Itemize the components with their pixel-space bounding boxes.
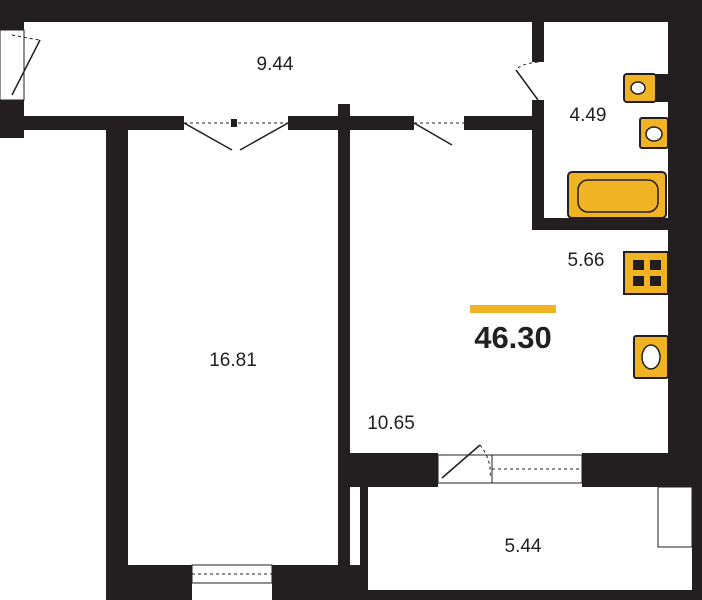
doors (0, 29, 539, 484)
bedroom-left-wall (106, 130, 128, 600)
bathtub-icon (567, 171, 667, 219)
total-area-accent-bar (470, 305, 556, 313)
entrance-door (0, 29, 41, 101)
balcony-top-wall-left (338, 453, 438, 487)
bedroom-area-label: 16.81 (209, 350, 257, 371)
balcony-area-label: 5.44 (505, 536, 542, 557)
corridor-bottom-wall-left (0, 116, 184, 130)
bedroom-door (183, 119, 289, 151)
top-outer-wall (0, 0, 702, 22)
total-area-label: 46.30 (474, 320, 552, 355)
balcony-side-window (657, 486, 693, 548)
balcony-right-wall (692, 487, 702, 600)
kitchen-area-label: 5.66 (568, 250, 605, 271)
balcony-left-post (360, 487, 368, 600)
living-door (413, 122, 464, 146)
fixtures (567, 73, 669, 379)
bottom-wall-left (106, 565, 192, 600)
hall-area-label: 9.44 (257, 54, 294, 75)
bath-bottom-wall (532, 218, 672, 230)
partition-wall (338, 104, 350, 600)
corridor-bottom-wall-right (464, 116, 544, 130)
left-outer-wall-upper (0, 0, 24, 30)
balcony-bottom-wall (368, 590, 702, 600)
bathroom-area-label: 4.49 (570, 105, 607, 126)
corridor-bottom-wall-mid (288, 116, 414, 130)
bath-left-wall-lower (532, 100, 544, 230)
bathroom-door (515, 61, 539, 101)
toilet-icon (623, 73, 668, 103)
kitchen-sink-icon (633, 335, 669, 379)
kitchen-right-wall (668, 230, 702, 455)
living-area-label: 10.65 (367, 413, 415, 434)
bath-left-wall-upper (532, 22, 544, 62)
balcony-top-wall-right (582, 453, 702, 487)
windows (191, 454, 693, 584)
stove-icon (623, 251, 669, 295)
bathroom-sink-icon (639, 117, 669, 149)
bottom-wall-right (272, 565, 368, 600)
balcony-door (437, 444, 493, 484)
